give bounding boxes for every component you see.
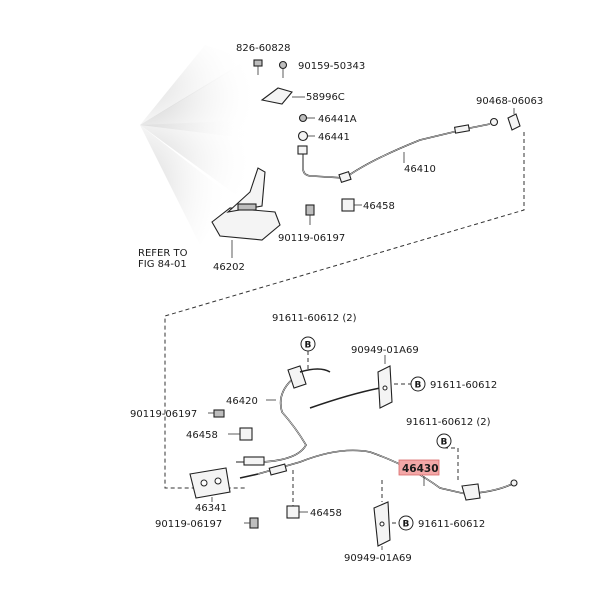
marker-b-3: B	[436, 433, 459, 480]
clamp-46458-bottom	[286, 470, 308, 519]
front-cable-46410	[297, 117, 499, 184]
clamp-46458-mid	[228, 427, 253, 441]
label-46458-mid: 46458	[186, 430, 218, 441]
bracket-46341	[189, 467, 231, 502]
label-46458-top: 46458	[363, 201, 395, 212]
right-cable-46430	[239, 449, 518, 501]
marker-b-4: B	[392, 515, 414, 531]
svg-text:B: B	[441, 438, 448, 448]
clip-90468-06063	[507, 108, 521, 131]
label-90119-06197-top: 90119-06197	[278, 233, 345, 244]
blurred-region	[140, 45, 260, 245]
bolt-90119-06197-top	[305, 204, 315, 225]
label-90949-01a69-top: 90949-01A69	[351, 345, 419, 356]
clamp-46458-top	[341, 198, 362, 212]
connection-dashed-line	[164, 132, 525, 489]
highlight-46430	[398, 459, 440, 476]
marker-b-1: B	[300, 336, 316, 372]
label-826-60828: 826-60828	[236, 43, 291, 54]
label-46420: 46420	[226, 396, 258, 407]
label-46458-bottom: 46458	[310, 508, 342, 519]
label-46430: 46430	[402, 463, 439, 475]
bracket-90949-01a69-bottom	[373, 480, 391, 550]
refer-to-line-2: FIG 84-01	[138, 259, 187, 270]
label-46410: 46410	[404, 164, 436, 175]
nut-46441a	[298, 113, 315, 123]
label-90119-06197-bottom: 90119-06197	[155, 519, 222, 530]
refer-to-line-1: REFER TO	[138, 248, 188, 259]
label-46341: 46341	[195, 503, 227, 514]
bolt-90119-06197-bottom	[244, 517, 259, 529]
marker-b-2: B	[394, 376, 426, 392]
bolt-90159-50343	[278, 60, 288, 78]
svg-text:B: B	[403, 520, 410, 530]
label-58996c: 58996C	[306, 92, 345, 103]
lever-assembly-46202	[211, 167, 281, 258]
label-91611-60612-2-right: 91611-60612 (2)	[406, 417, 491, 428]
bracket-58996c	[260, 87, 305, 105]
label-91611-60612-mid: 91611-60612	[430, 380, 497, 391]
label-46441: 46441	[318, 132, 350, 143]
label-90159-50343: 90159-50343	[298, 61, 365, 72]
label-91611-60612-2-top: 91611-60612 (2)	[272, 313, 357, 324]
bolt-826-60828	[253, 59, 263, 75]
label-46441a: 46441A	[318, 114, 357, 125]
left-cable-46420	[236, 365, 381, 466]
label-90119-06197-mid: 90119-06197	[130, 409, 197, 420]
label-90949-01a69-bottom: 90949-01A69	[344, 553, 412, 564]
label-90468-06063: 90468-06063	[476, 96, 543, 107]
svg-text:B: B	[415, 381, 422, 391]
label-46202: 46202	[213, 262, 245, 273]
bracket-90949-01a69-top	[377, 355, 393, 409]
svg-text:B: B	[305, 341, 312, 351]
bolt-90119-06197-mid	[208, 409, 225, 418]
label-91611-60612-bottom: 91611-60612	[418, 519, 485, 530]
nut-46441	[297, 130, 315, 142]
